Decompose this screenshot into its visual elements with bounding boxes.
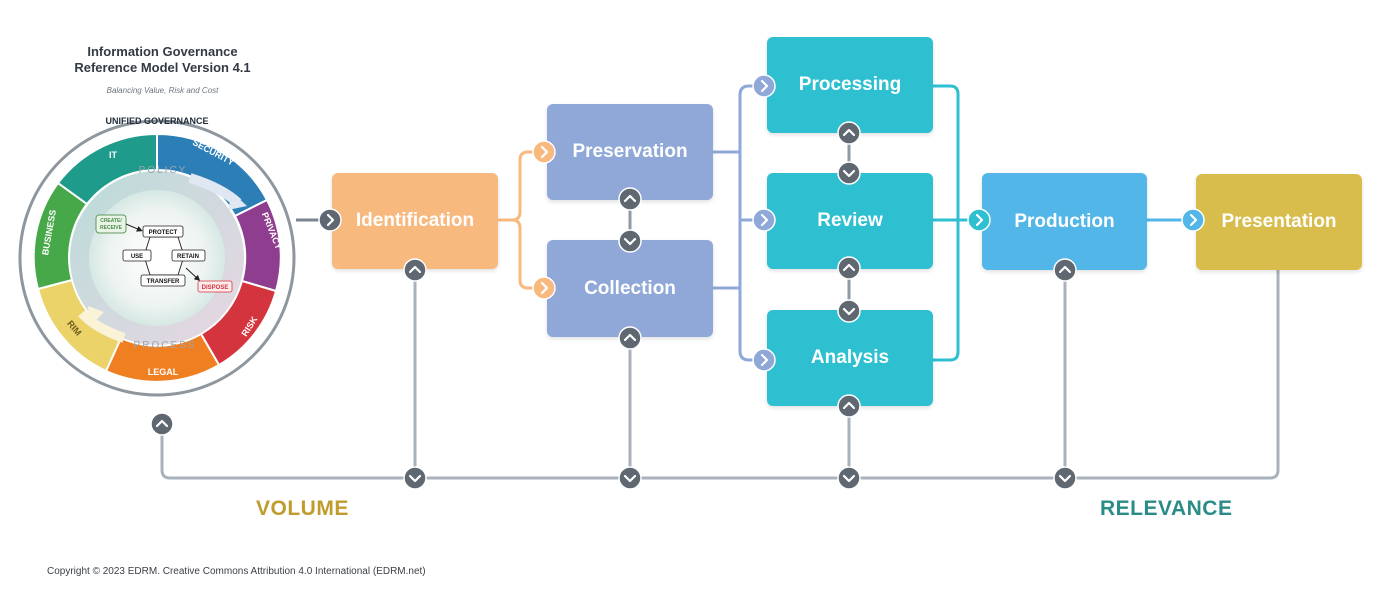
ident-to-collection — [511, 218, 547, 290]
segment-label-it: IT — [109, 150, 118, 160]
stage-preservation[interactable]: Preservation — [547, 104, 713, 200]
stage-presentation[interactable]: Presentation — [1196, 174, 1362, 270]
copyright-notice: Copyright © 2023 EDRM. Creative Commons … — [47, 566, 426, 577]
stage-review[interactable]: Review — [767, 173, 933, 269]
transfer-label: TRANSFER — [147, 279, 180, 285]
dispose-arrow — [185, 267, 201, 282]
chevron-down-icon[interactable] — [837, 161, 861, 185]
create-arrow — [125, 223, 143, 232]
stage-analysis[interactable]: Analysis — [767, 310, 933, 406]
chevron-right-icon[interactable] — [752, 74, 776, 98]
process-label: PROCESS — [134, 340, 197, 351]
protect-label: PROTECT — [149, 230, 178, 236]
chevron-right-icon[interactable] — [752, 208, 776, 232]
feedback-line — [160, 268, 1280, 480]
chevron-down-icon[interactable] — [1053, 466, 1077, 490]
stage-processing-label: Processing — [798, 74, 902, 95]
stage-collection-label: Collection — [584, 277, 676, 299]
model-title: Information Governance Reference Model V… — [40, 44, 285, 76]
chevron-right-icon[interactable] — [318, 208, 342, 232]
volume-label: VOLUME — [256, 497, 349, 520]
chevron-down-icon[interactable] — [403, 466, 427, 490]
stage-production[interactable]: Production — [982, 173, 1147, 270]
stage-identification-label: Identification — [355, 210, 475, 231]
stage-collection[interactable]: Collection — [547, 240, 713, 337]
policy-arrow-head — [228, 192, 247, 210]
chevron-up-icon[interactable] — [837, 394, 861, 418]
dispose-label: DISPOSE — [202, 285, 229, 291]
retain-box — [171, 249, 206, 262]
stage-presentation-label: Presentation — [1221, 211, 1337, 232]
receive-label: RECEIVE — [100, 225, 123, 231]
dispose-box — [197, 280, 233, 293]
chevron-up-icon[interactable] — [837, 121, 861, 145]
chevron-up-icon[interactable] — [618, 326, 642, 350]
chevron-down-icon[interactable] — [618, 229, 642, 253]
stage-processing[interactable]: Processing — [767, 37, 933, 133]
chevron-up-icon[interactable] — [1053, 258, 1077, 282]
chevron-right-icon[interactable] — [532, 276, 556, 300]
outer-ring — [18, 119, 296, 397]
policy-label: POLICY — [139, 165, 188, 176]
transfer-box — [140, 274, 186, 287]
process-arrow — [78, 309, 126, 343]
segment-label-legal: LEGAL — [148, 367, 179, 377]
stage-analysis-label: Analysis — [810, 347, 890, 368]
stage-preservation-label: Preservation — [572, 141, 688, 162]
stage-production-label: Production — [1014, 210, 1115, 232]
model-title-line1: Information Governance — [87, 44, 238, 59]
model-subtitle: Balancing Value, Risk and Cost — [106, 86, 219, 95]
chevron-right-icon[interactable] — [752, 348, 776, 372]
ring-top-label: UNIFIED GOVERNANCE — [105, 116, 208, 126]
chevron-right-icon[interactable] — [1181, 208, 1205, 232]
chevron-right-icon[interactable] — [532, 140, 556, 164]
segment-it — [56, 132, 158, 206]
chevron-up-icon[interactable] — [403, 258, 427, 282]
pc-to-pra — [713, 84, 767, 362]
chevron-right-icon[interactable] — [967, 208, 991, 232]
process-arrow-head — [88, 306, 104, 326]
use-label: USE — [131, 254, 143, 260]
chevron-down-icon[interactable] — [618, 466, 642, 490]
model-title-line2: Reference Model Version 4.1 — [74, 60, 251, 75]
retain-label: RETAIN — [177, 254, 199, 260]
use-box — [122, 249, 152, 262]
stage-review-label: Review — [817, 210, 883, 231]
stage-identification[interactable]: Identification — [332, 173, 498, 269]
chevron-up-icon[interactable] — [150, 412, 174, 436]
chevron-up-icon[interactable] — [837, 256, 861, 280]
chevron-down-icon[interactable] — [837, 299, 861, 323]
protect-box — [142, 225, 184, 238]
chevron-down-icon[interactable] — [837, 466, 861, 490]
relevance-label: RELEVANCE — [1100, 497, 1233, 520]
chevron-up-icon[interactable] — [618, 187, 642, 211]
create-label: CREATE/ — [100, 218, 122, 224]
